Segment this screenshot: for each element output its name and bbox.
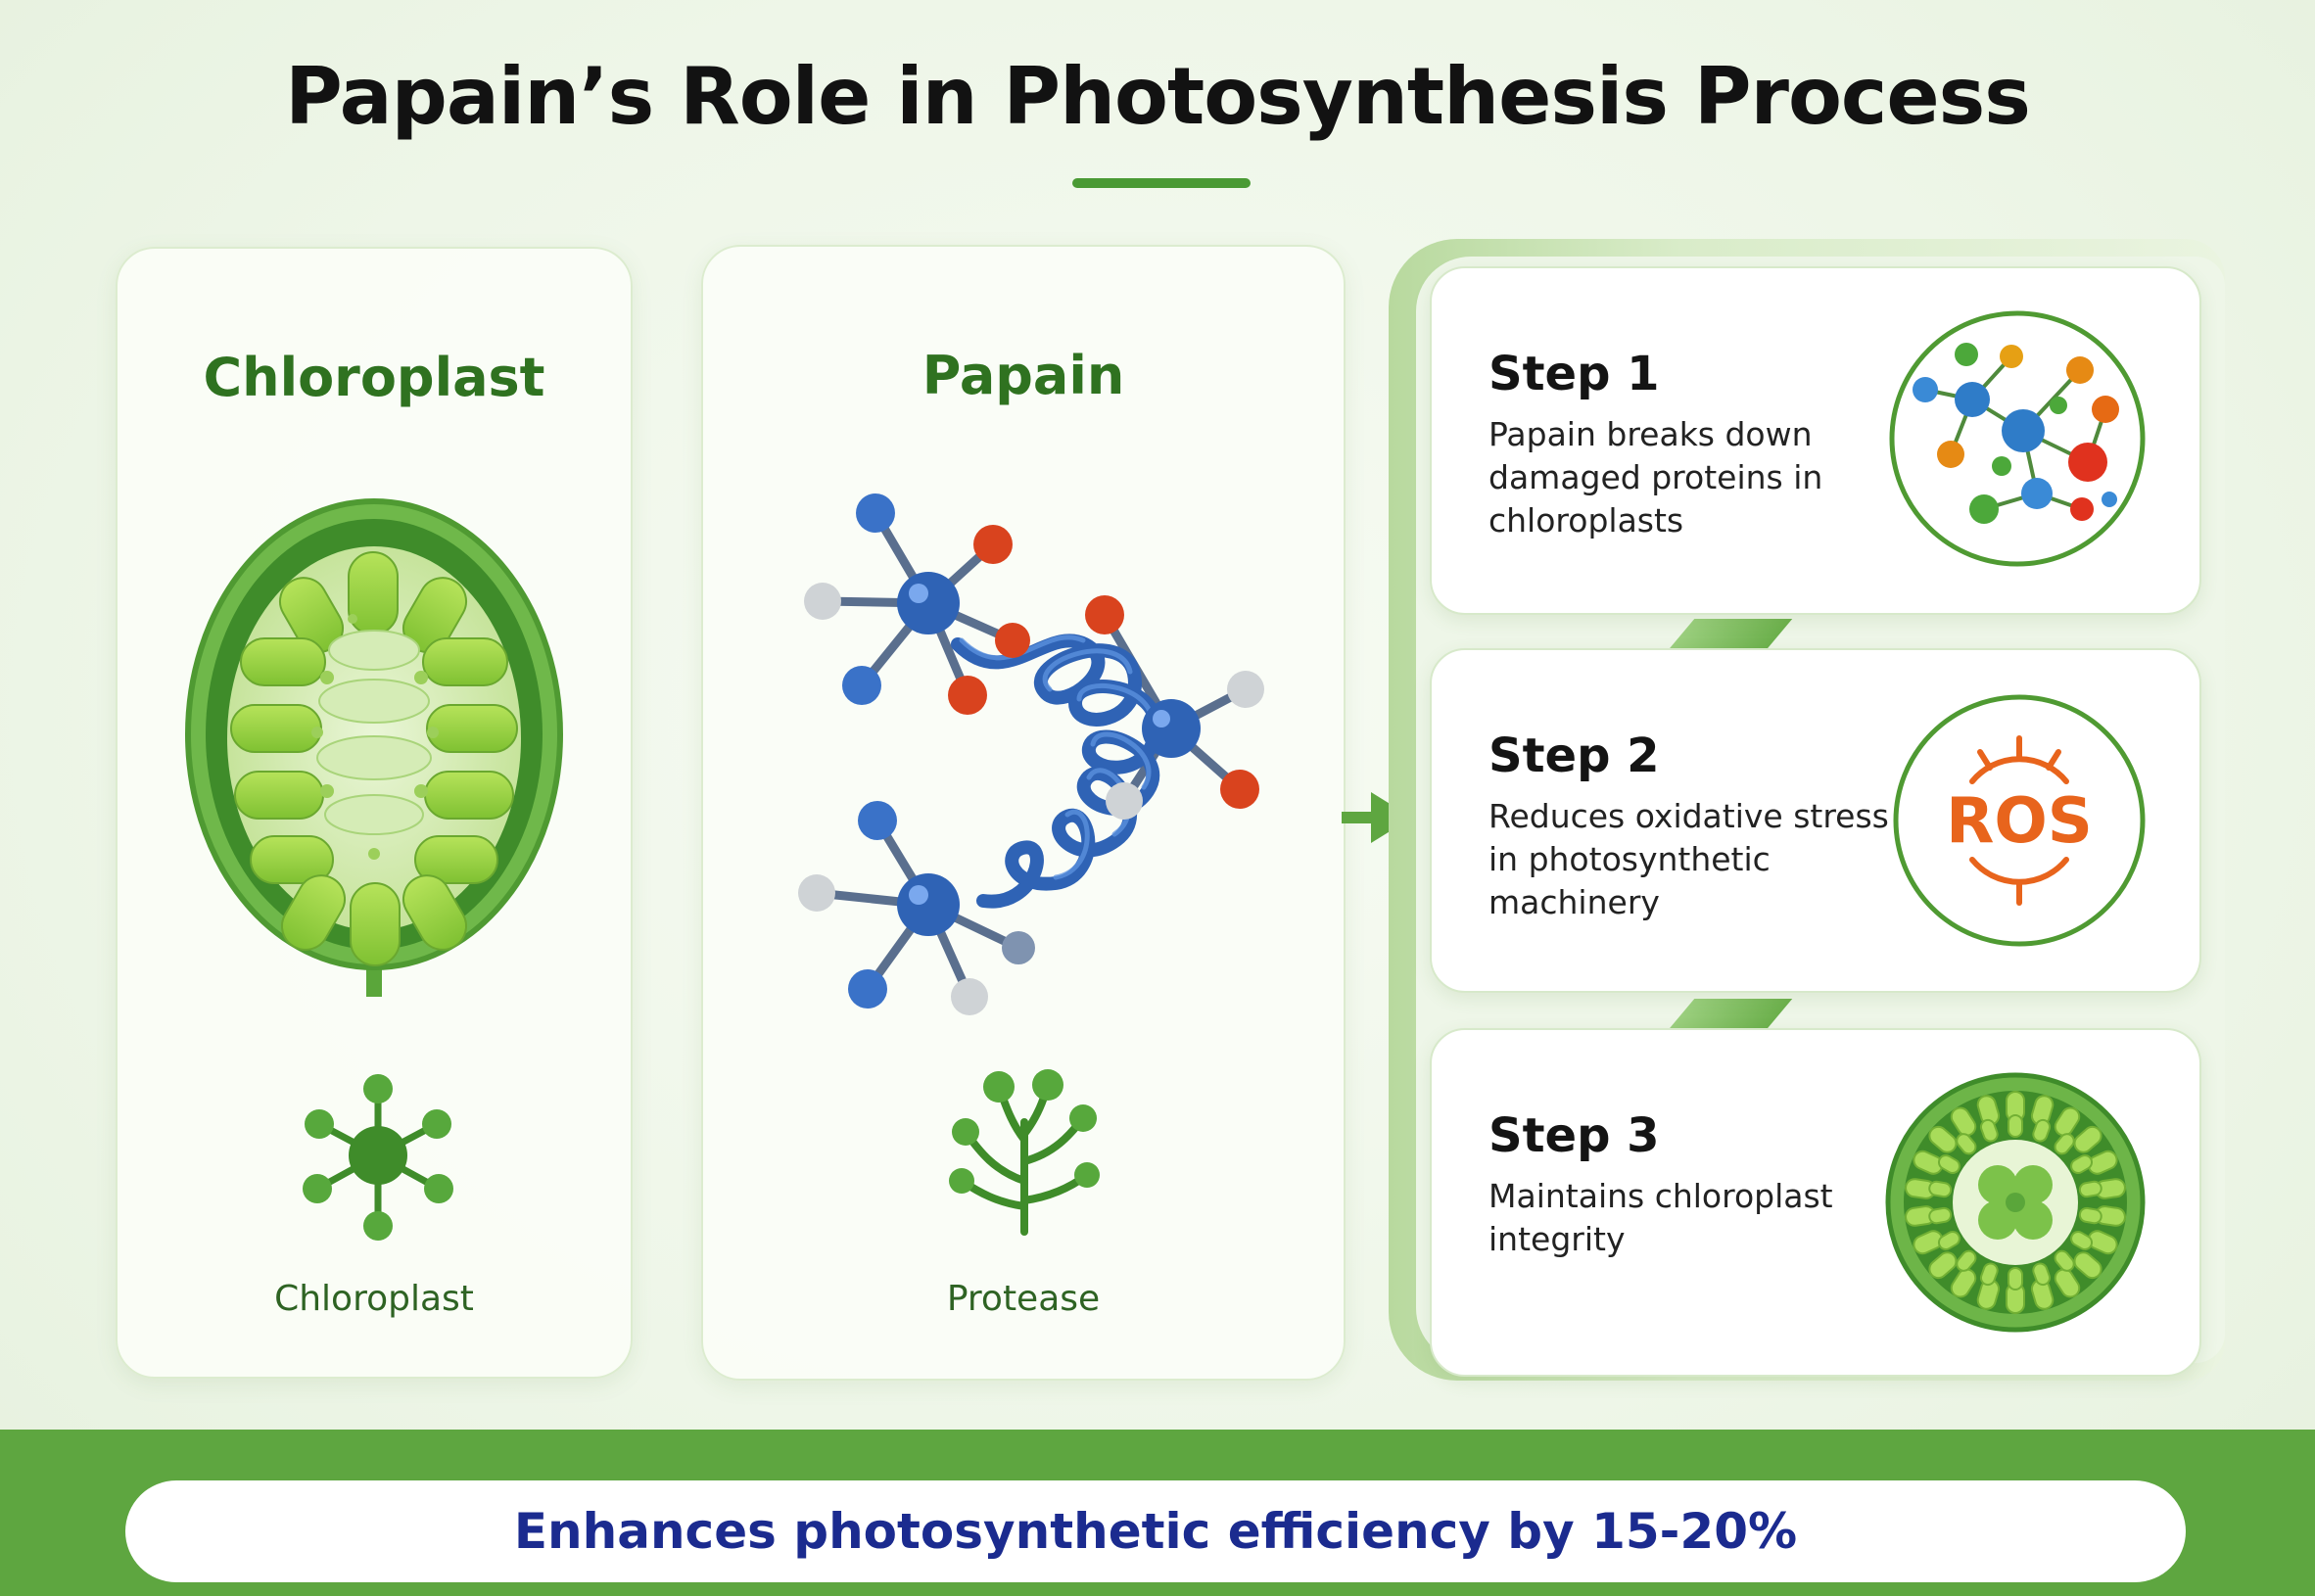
thylakoid-capsule xyxy=(1928,1180,1953,1198)
step-title: Step 3 xyxy=(1488,1108,1660,1163)
thylakoid-capsule xyxy=(1928,1206,1953,1225)
thylakoid-capsule xyxy=(2078,1206,2102,1225)
thylakoid-capsule xyxy=(2078,1180,2102,1198)
step-description: Maintains chloroplast integrity xyxy=(1488,1177,1833,1258)
step-title: Step 1 xyxy=(1488,347,1660,401)
chloroplast-caption: Chloroplast xyxy=(274,1279,474,1319)
step-description: Reduces oxidative stress in photosynthet… xyxy=(1488,797,1889,921)
step-description: Papain breaks down damaged proteins in c… xyxy=(1488,415,1823,540)
thylakoid-capsule xyxy=(2032,1118,2052,1143)
thylakoid-capsule xyxy=(2073,1125,2102,1153)
page-title: Papain’s Role in Photosynthesis Process xyxy=(285,51,2031,142)
chloroplast-illustration xyxy=(185,498,563,997)
step-card-2: Step 2 Reduces oxidative stress in photo… xyxy=(1430,648,2201,993)
thylakoid-capsule xyxy=(2073,1251,2102,1280)
thylakoid-capsule xyxy=(2070,1231,2094,1250)
ros-label: ROS xyxy=(1946,785,2093,858)
thylakoid-capsule xyxy=(2008,1267,2023,1291)
papain-protein-helix xyxy=(798,493,1264,1015)
thylakoid-capsule xyxy=(1979,1262,1999,1287)
thylakoid-capsule xyxy=(1950,1268,1977,1298)
thylakoid-capsule xyxy=(1937,1231,1961,1250)
footer-summary: Enhances photosynthetic efficiency by 15… xyxy=(125,1480,2186,1582)
chloroplast-heading: Chloroplast xyxy=(203,347,545,408)
thylakoid-capsule xyxy=(2054,1133,2075,1155)
thylakoid-capsule xyxy=(1937,1154,1961,1175)
thylakoid-capsule xyxy=(2054,1268,2081,1298)
plant-sprout-icon xyxy=(949,1069,1100,1236)
thylakoid-capsule xyxy=(1928,1125,1958,1153)
thylakoid-capsule xyxy=(2008,1114,2023,1138)
title-underline xyxy=(1072,178,1251,188)
thylakoid-capsule xyxy=(1950,1106,1977,1137)
thylakoid-capsule xyxy=(2054,1249,2075,1272)
thylakoid-capsule xyxy=(1979,1118,1999,1143)
chloroplast-cross-section-icon xyxy=(1885,1072,2146,1333)
protein-fragments-icon xyxy=(1889,310,2146,567)
papain-caption: Protease xyxy=(946,1279,1101,1319)
thylakoid-capsule xyxy=(2054,1106,2081,1137)
papain-panel: Papain xyxy=(701,245,1346,1381)
thylakoid-capsule xyxy=(1956,1133,1977,1155)
step-card-3: Step 3 Maintains chloroplast integrity xyxy=(1430,1028,2201,1377)
chloroplast-panel: Chloroplast xyxy=(116,247,633,1379)
ros-icon: ROS xyxy=(1893,694,2146,947)
thylakoid-capsule xyxy=(2070,1154,2094,1174)
step-card-1: Step 1 Papain breaks down damaged protei… xyxy=(1430,266,2201,615)
papain-heading: Papain xyxy=(921,345,1125,406)
step-title: Step 2 xyxy=(1488,728,1660,783)
thylakoid-capsule xyxy=(1928,1251,1958,1280)
molecule-network-icon xyxy=(303,1074,453,1241)
thylakoid-capsule xyxy=(1956,1249,1977,1272)
thylakoid-capsule xyxy=(2032,1262,2052,1287)
